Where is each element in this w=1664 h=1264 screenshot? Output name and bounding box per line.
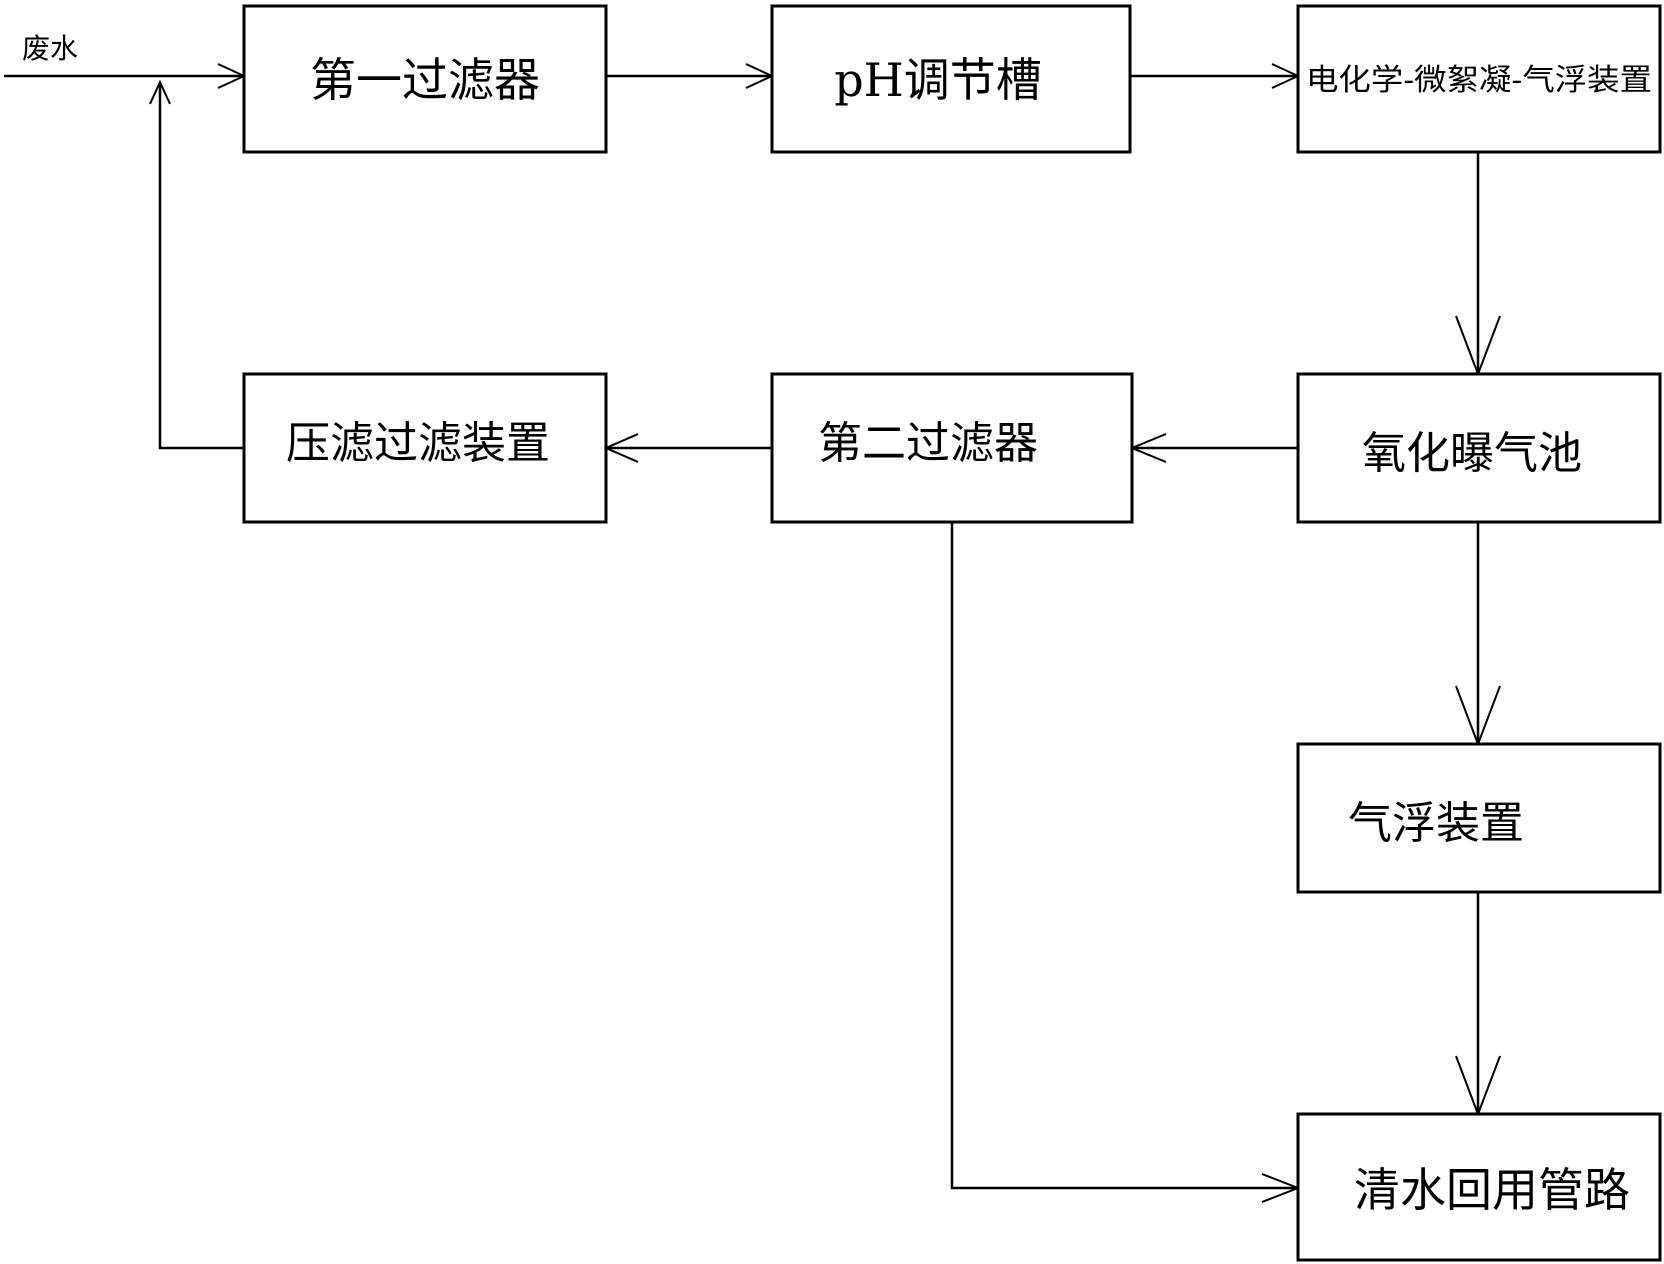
arrowhead-up-icon: [149, 79, 171, 105]
node-press-filter-label: 压滤过滤装置: [286, 418, 550, 469]
node-reuse-pipe-label: 清水回用管路: [1354, 1163, 1630, 1217]
node-ph-tank-label: pH调节槽: [834, 53, 1042, 107]
node-oxidation-tank-label: 氧化曝气池: [1362, 428, 1582, 479]
node-second-filter: 第二过滤器: [770, 372, 1134, 524]
node-ecf-device-label: 电化学-微絮凝-气浮装置: [1306, 63, 1652, 98]
connector-second-filter-to-reuse: [950, 522, 1298, 1190]
connector-press-return-loop: [158, 82, 244, 450]
node-second-filter-label: 第二过滤器: [818, 418, 1038, 469]
node-press-filter: 压滤过滤装置: [242, 372, 608, 524]
connectors: [4, 74, 1480, 1190]
node-ph-tank: pH调节槽: [770, 4, 1132, 154]
input-label: 废水: [22, 32, 78, 65]
node-first-filter-label: 第一过滤器: [310, 53, 540, 107]
node-flotation-label: 气浮装置: [1348, 798, 1524, 849]
node-flotation: 气浮装置: [1296, 742, 1662, 894]
arrowheads: [149, 63, 1501, 1203]
node-reuse-pipe: 清水回用管路: [1296, 1112, 1662, 1262]
node-first-filter: 第一过滤器: [242, 4, 608, 154]
node-ecf-device: 电化学-微絮凝-气浮装置: [1296, 4, 1662, 154]
node-oxidation-tank: 氧化曝气池: [1296, 372, 1662, 524]
